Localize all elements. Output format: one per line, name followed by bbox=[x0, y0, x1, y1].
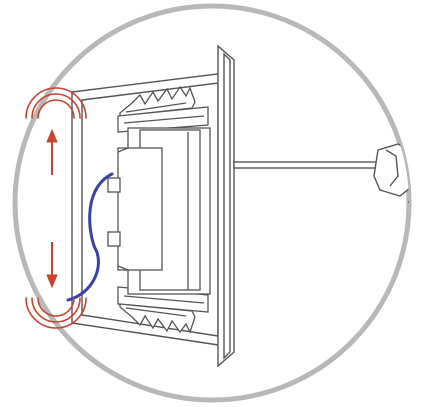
spring-clip-top bbox=[117, 85, 209, 133]
arrow-down-icon bbox=[46, 242, 58, 289]
trim-flange bbox=[217, 44, 235, 368]
electrical-wire bbox=[66, 172, 114, 302]
fixture-housing bbox=[107, 127, 211, 295]
screwdriver-icon bbox=[233, 143, 409, 203]
arrow-up-icon bbox=[46, 128, 58, 175]
vibration-arc-icon bbox=[25, 87, 87, 119]
diagram-contents bbox=[66, 44, 409, 368]
vibration-arc-icon bbox=[25, 297, 87, 329]
